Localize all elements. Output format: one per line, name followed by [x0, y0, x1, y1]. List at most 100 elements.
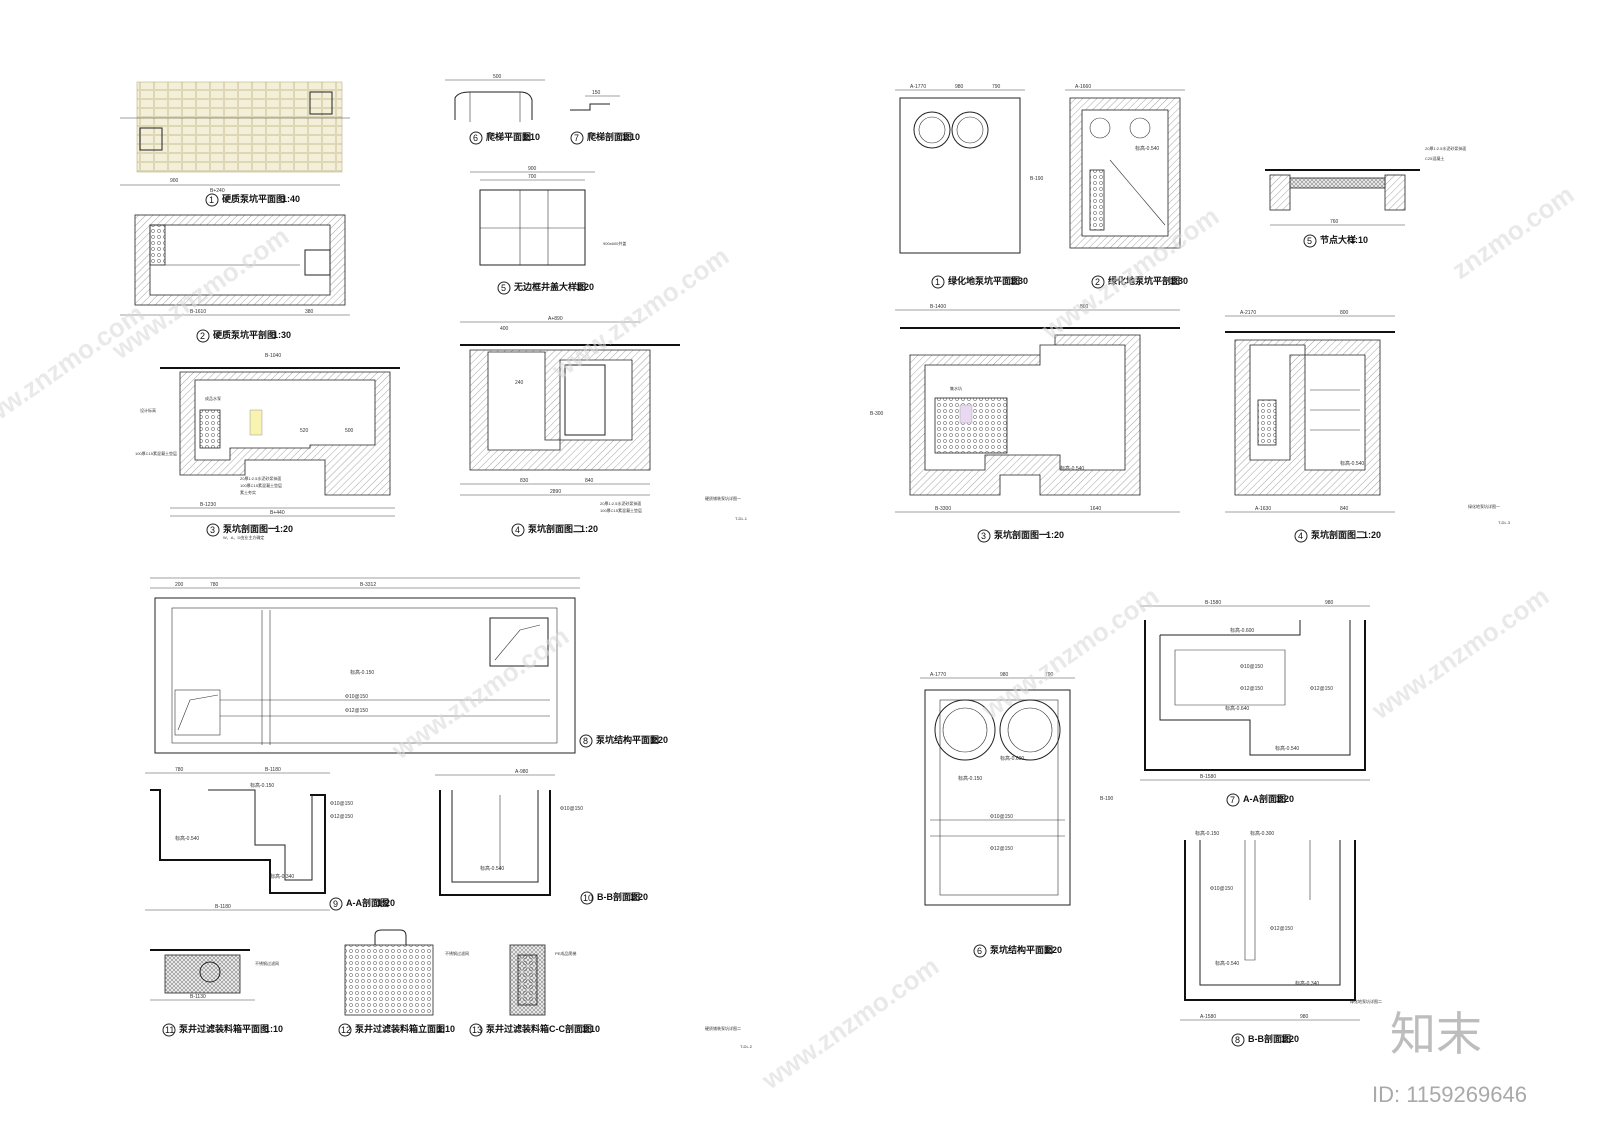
level-text: 标高-0.540 [1215, 960, 1239, 967]
level-text: 标高-0.150 [350, 669, 374, 676]
dim-text: 790 [1045, 672, 1054, 678]
view-r4-section: A-2170 800 A-1630 840 标高-0.540 [1225, 310, 1395, 513]
right-sheet-1: A-1770 980 790 B-190 1 绿化地泵坑平面图 1:30 A-1… [870, 84, 1511, 543]
title-4: 泵坑剖面图二 [528, 523, 582, 534]
scale-8: 1:20 [650, 735, 668, 745]
dim-text: B-190 [1100, 796, 1114, 802]
view-number-4 [511, 523, 525, 537]
rebar-text: Φ12@150 [1240, 686, 1263, 692]
view-12-filter-elevation: 不锈钢过滤网 [344, 929, 469, 1016]
level-text: 标高-0.540 [1275, 745, 1299, 752]
title-r5: 节点大样 [1320, 234, 1356, 245]
dim-text: B-1400 [930, 304, 946, 310]
title-10: B-B剖面图 [597, 891, 640, 902]
view-10-section-bb: A-980 Φ10@150 标高-0.540 [435, 769, 583, 896]
watermark-text: znzmo.com [1446, 179, 1579, 285]
dim-text: B-190 [1030, 176, 1044, 182]
note: W、A、D由业主方确定 [223, 534, 264, 540]
dim-text: B-1040 [265, 353, 281, 359]
svg-text:6: 6 [977, 946, 982, 956]
view-1-paving-plan: 900 B+240 [120, 81, 350, 194]
note: 20厚1:2.5水泥砂浆抹面 [600, 500, 641, 506]
scale-r2: 1:30 [1170, 276, 1188, 286]
view-number-r6 [973, 944, 987, 958]
dim-text: 700 [528, 174, 537, 180]
scale-r6: 1:20 [1044, 945, 1062, 955]
svg-text:4: 4 [515, 525, 520, 535]
title-3: 泵坑剖面图一 [223, 523, 277, 534]
note: 素土夯实 [240, 489, 256, 495]
dim-text: B-3312 [360, 582, 376, 588]
note: 100厚C15素混凝土垫层 [600, 507, 642, 513]
view-number-r3 [977, 529, 991, 543]
view-number-8 [579, 734, 593, 748]
title-6: 爬梯平面图 [485, 131, 531, 142]
dim-text: B+240 [210, 188, 225, 194]
level-text: 标高-0.600 [1230, 627, 1254, 634]
view-number-6 [469, 131, 483, 145]
note: 设计标高 [140, 407, 156, 413]
rebar-text: Φ12@150 [345, 708, 368, 714]
dim-text: 520 [300, 428, 309, 434]
rebar-text: Φ12@150 [1310, 686, 1333, 692]
sheet-number: T-DL.1 [735, 516, 748, 521]
scale-12: 1:10 [437, 1024, 455, 1034]
watermark-text: www.znzmo.com [0, 298, 150, 443]
dim-text: 780 [210, 582, 219, 588]
title-7: 爬梯剖面图 [586, 131, 632, 142]
dim-text: B-1180 [215, 904, 231, 910]
view-number-7 [570, 131, 584, 145]
scale-r1: 1:30 [1010, 276, 1028, 286]
level-text: 标高-0.300 [1250, 830, 1274, 837]
svg-text:5: 5 [501, 283, 506, 293]
view-7-ladder-section: 150 [570, 90, 620, 111]
rebar-text: Φ12@150 [1270, 926, 1293, 932]
view-number-3 [206, 523, 220, 537]
title-9: A-A剖面图 [346, 897, 389, 908]
dim-text: 500 [345, 428, 354, 434]
svg-text:8: 8 [1235, 1035, 1240, 1045]
view-number-r5 [1303, 234, 1317, 248]
scale-7: 1:10 [622, 132, 640, 142]
title-r3: 泵坑剖面图一 [994, 529, 1048, 540]
dim-text: B-1580 [1205, 600, 1221, 606]
dim-text: 980 [1000, 672, 1009, 678]
dim-text: B-300 [870, 411, 884, 417]
sheet-title: 绿化地泵坑详图一 [1468, 503, 1500, 509]
dim-text: B-3300 [935, 506, 951, 512]
dim-text: 760 [1330, 219, 1339, 225]
level-text: 标高-0.340 [270, 873, 294, 880]
note: 900x600井盖 [603, 240, 626, 246]
note: 不锈钢过滤网 [445, 950, 469, 956]
scale-13: 1:10 [582, 1024, 600, 1034]
svg-text:9: 9 [333, 899, 338, 909]
level-text: 标高-0.540 [1340, 460, 1364, 467]
level-text: 标高-0.540 [1060, 465, 1084, 472]
rebar-text: Φ12@150 [330, 814, 353, 820]
view-number-r8 [1231, 1033, 1245, 1047]
scale-11: 1:10 [265, 1024, 283, 1034]
view-2-plan-section: B-1610 380 [120, 214, 350, 316]
level-text: 标高-0.150 [250, 782, 274, 789]
note: PE成品爬梯 [555, 950, 576, 956]
title-12: 泵井过滤装料箱立面图 [355, 1023, 445, 1034]
dim-text: A+890 [548, 316, 563, 322]
note: 集水坑 [950, 385, 962, 391]
view-11-filter-plan: B-1130 不锈钢过滤网 [150, 949, 279, 1001]
dim-text: B-1580 [1200, 774, 1216, 780]
title-r8: B-B剖面图 [1248, 1033, 1291, 1044]
level-text: 标高-0.540 [480, 865, 504, 872]
dim-text: 780 [175, 767, 184, 773]
dim-text: A-1770 [930, 672, 946, 678]
title-r7: A-A剖面图 [1243, 793, 1286, 804]
level-text: 标高-0.340 [1295, 980, 1319, 987]
note: 成品水泵 [205, 395, 221, 401]
note: 100厚C15素混凝土垫层 [240, 482, 282, 488]
rebar-text: Φ10@150 [330, 801, 353, 807]
scale-5: 1:20 [576, 282, 594, 292]
scale-6: 1:10 [522, 132, 540, 142]
dim-text: 790 [992, 84, 1001, 90]
note: 20厚1:2.5水泥砂浆抹面 [240, 475, 281, 481]
svg-text:11: 11 [165, 1025, 174, 1035]
svg-text:10: 10 [583, 893, 593, 903]
